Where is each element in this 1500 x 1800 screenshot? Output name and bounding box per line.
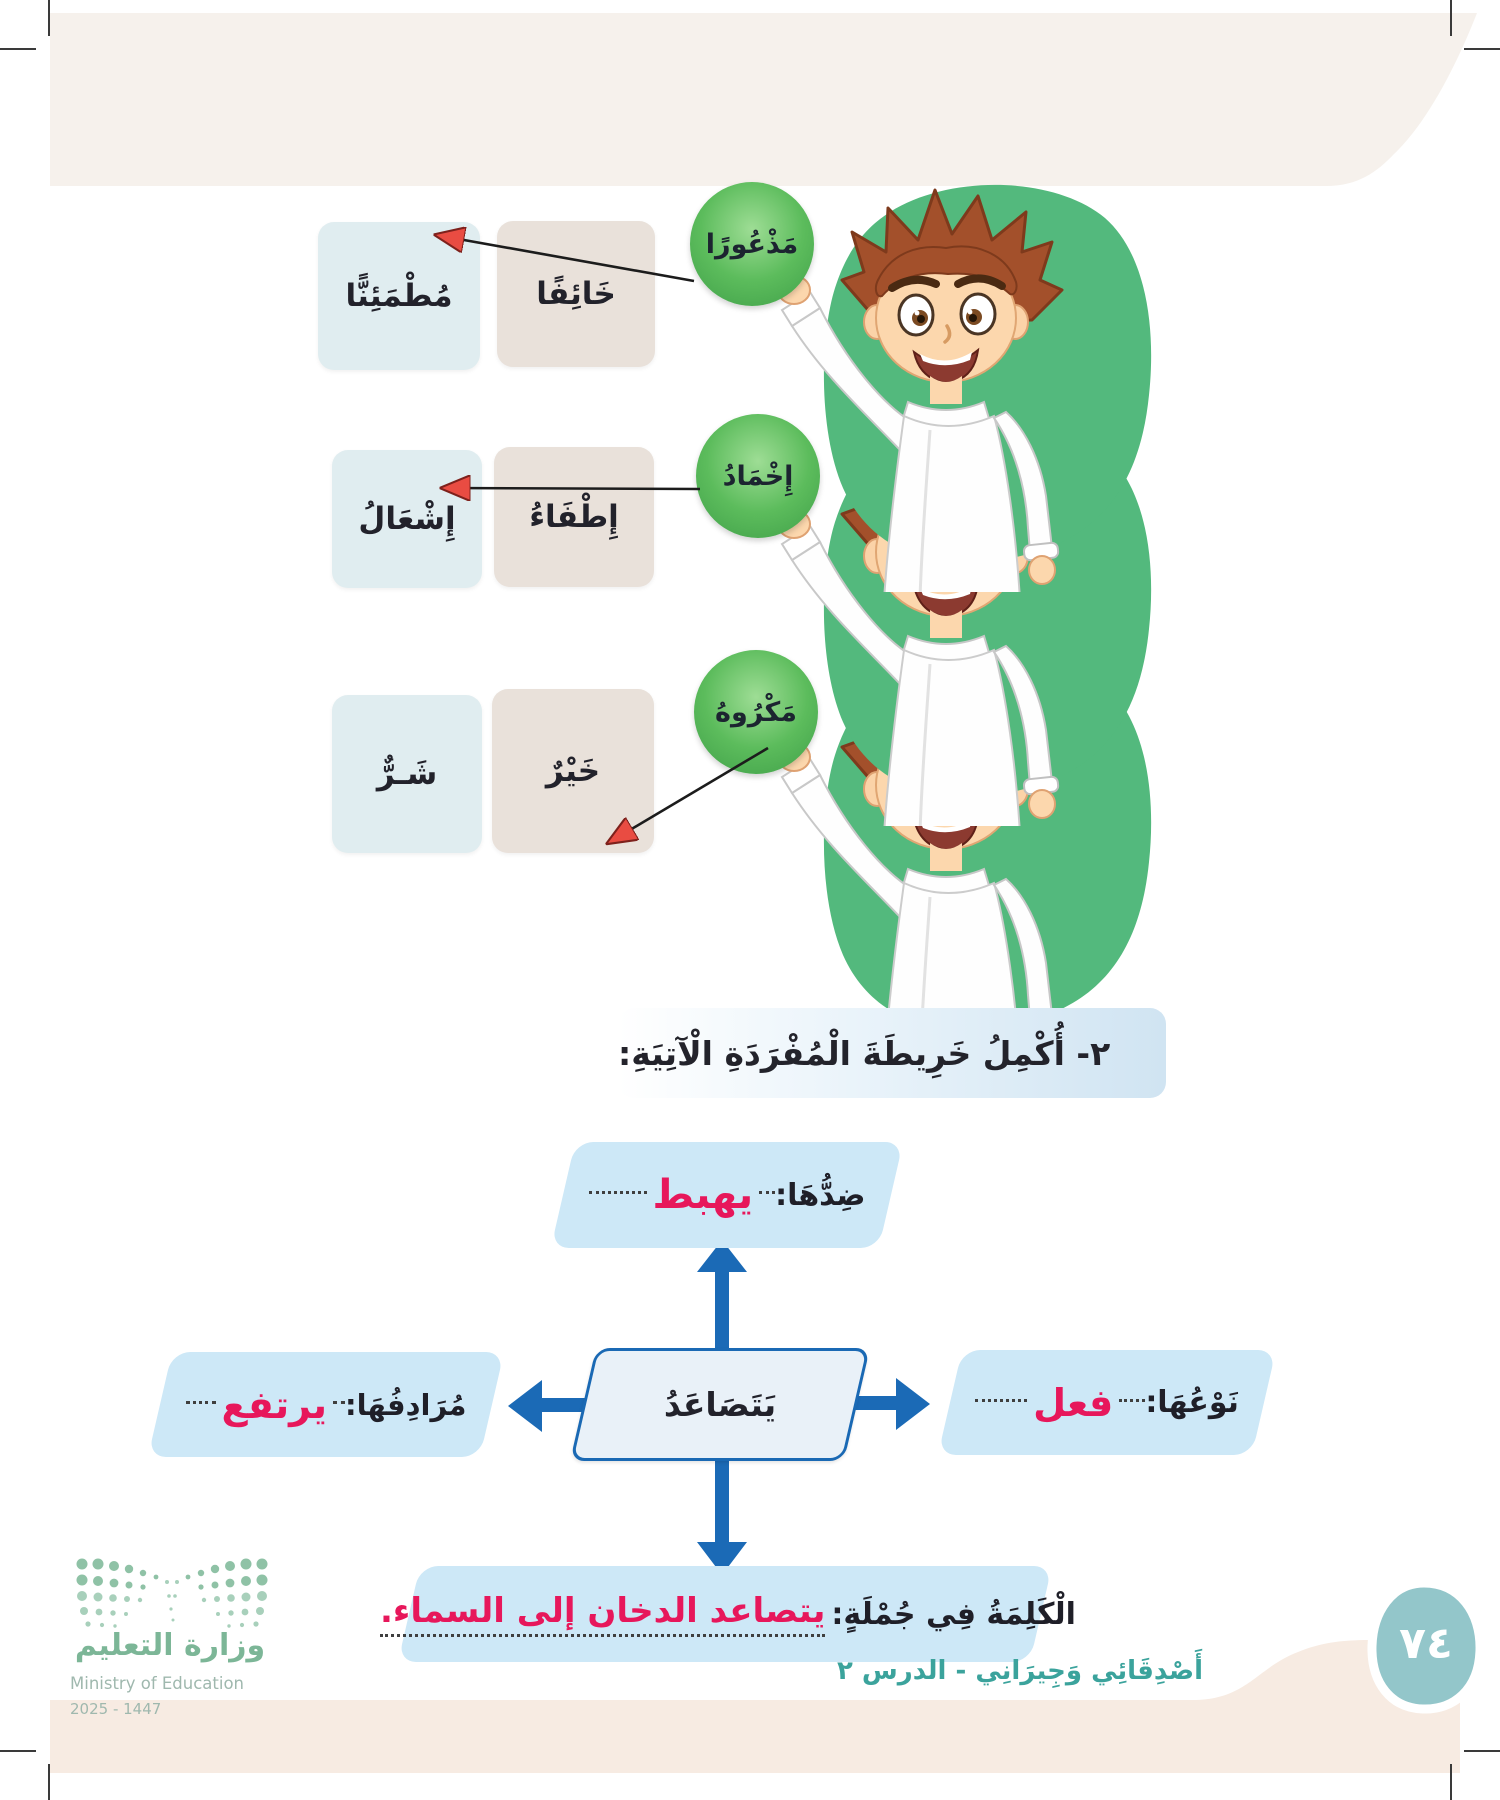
dotted-line — [185, 1396, 216, 1404]
lesson-title: أَصْدِقَائِي وَجِيرَانِي - الدرس ٢ — [837, 1656, 1203, 1686]
dotted-line — [333, 1396, 346, 1404]
answer-box-row1: مُطْمَئِنًّا — [318, 222, 480, 370]
ministry-logo-dots — [76, 1558, 268, 1628]
dotted-line — [1119, 1394, 1146, 1402]
dotted-line — [588, 1187, 647, 1194]
word-ball-row1: مَذْعُورًا — [690, 182, 814, 306]
distractor-box-row3: خَيْرٌ — [492, 689, 654, 853]
answer-box-row1-label: مُطْمَئِنًّا — [345, 278, 453, 314]
distractor-box-row2-label: إِطْفَاءُ — [529, 499, 619, 535]
dotted-line — [759, 1187, 776, 1194]
sentence-label: الْكَلِمَةُ فِي جُمْلَةٍ: — [831, 1596, 1076, 1632]
word-map-node-sentence: الْكَلِمَةُ فِي جُمْلَةٍ: يتصاعد الدخان … — [380, 1566, 1076, 1662]
answer-box-row3-label: شَـرٌّ — [376, 756, 438, 792]
opposite-answer: يهبط — [652, 1172, 754, 1218]
answer-box-row3: شَـرٌّ — [332, 695, 482, 853]
answer-box-row2: إِشْعَالُ — [332, 450, 482, 588]
type-label: نَوْعُهَا: — [1145, 1385, 1239, 1420]
synonym-answer: يرتفع — [221, 1382, 328, 1427]
section2-title: ٢- أُكْمِلُ خَرِيطَةَ الْمُفْرَدَةِ الْآ… — [618, 1033, 1111, 1073]
sentence-answer: يتصاعد الدخان إلى السماء. — [380, 1591, 826, 1637]
arrow-up — [697, 1240, 747, 1352]
ministry-logo-arabic: وزارة التعليم — [74, 1628, 266, 1663]
word-ball-row2-label: إِخْمَادُ — [722, 460, 794, 492]
ministry-logo-year: 2025 - 1447 — [70, 1700, 162, 1718]
distractor-box-row2: إِطْفَاءُ — [494, 447, 654, 587]
distractor-box-row1-label: خَائِفًا — [536, 276, 616, 312]
page-number: ٧٤ — [1399, 1618, 1453, 1669]
distractor-box-row3-label: خَيْرٌ — [545, 753, 601, 789]
dotted-line — [975, 1394, 1028, 1402]
word-map-node-opposite: ضِدُّهَا: يهبط — [550, 1142, 904, 1248]
word-ball-row3-label: مَكْرُوهُ — [715, 696, 797, 728]
answer-box-row2-label: إِشْعَالُ — [358, 501, 456, 537]
type-answer: فعل — [1033, 1380, 1114, 1425]
center-word: يَتَصَاعَدُ — [663, 1385, 777, 1424]
word-map-node-type: نَوْعُهَا: فعل — [937, 1350, 1277, 1455]
word-ball-row1-label: مَذْعُورًا — [705, 228, 799, 260]
section2-title-bar: ٢- أُكْمِلُ خَرِيطَةَ الْمُفْرَدَةِ الْآ… — [618, 1008, 1166, 1098]
word-ball-row3: مَكْرُوهُ — [694, 650, 818, 774]
opposite-label: ضِدُّهَا: — [775, 1177, 866, 1213]
top-cream-band — [50, 13, 1477, 186]
synonym-label: مُرَادِفُهَا: — [345, 1387, 467, 1422]
word-map-center-node: يَتَصَاعَدُ — [569, 1348, 871, 1461]
distractor-box-row1: خَائِفًا — [497, 221, 655, 367]
arrow-down — [697, 1453, 747, 1575]
ministry-logo-english: Ministry of Education — [70, 1674, 245, 1693]
word-ball-row2: إِخْمَادُ — [696, 414, 820, 538]
boy-illustration-row1 — [780, 160, 1180, 592]
word-map-node-synonym: مُرَادِفُهَا: يرتفع — [147, 1352, 505, 1457]
